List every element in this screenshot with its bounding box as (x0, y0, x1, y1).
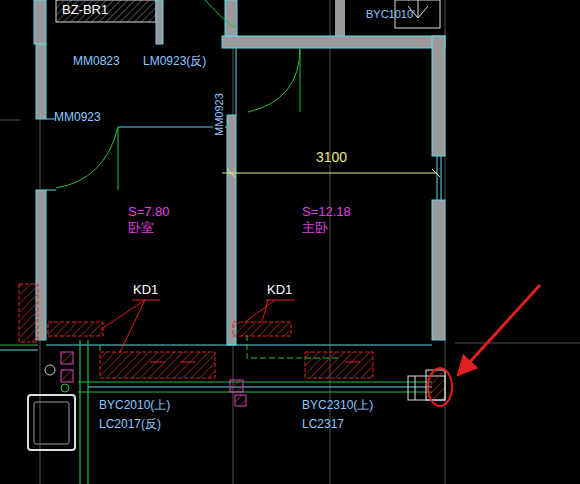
kd1-openings (19, 284, 373, 378)
window-code: BYC1010' (366, 8, 415, 20)
door-swings (56, 0, 300, 190)
callout-arrow (458, 285, 540, 375)
dimension-line (222, 169, 440, 177)
room-name: 卧室 (128, 221, 154, 235)
door-code: MM0923 (213, 93, 225, 136)
window-code: BYC2310(上) (302, 399, 373, 412)
door-code: MM0923 (54, 111, 101, 124)
door-code: LM0923(反) (143, 55, 206, 68)
leader-lines (100, 300, 295, 352)
window-code: LC2317 (302, 418, 344, 431)
room-name: 主卧 (302, 221, 328, 235)
room-area: S=12.18 (302, 205, 351, 219)
door-code: MM0823 (73, 55, 120, 68)
callout-tag: KD1 (267, 283, 292, 297)
room-area: S=7.80 (128, 205, 170, 219)
window-code: BYC2010(上) (99, 399, 170, 412)
callout-circle (428, 368, 452, 406)
callout-tag: KD1 (133, 283, 158, 297)
walls (34, 0, 445, 345)
window-lines (0, 340, 432, 484)
dimension: 3100 (316, 150, 347, 165)
sheet-tag: BZ-BR1 (62, 3, 108, 17)
window-code: LC2017(反) (99, 418, 161, 431)
